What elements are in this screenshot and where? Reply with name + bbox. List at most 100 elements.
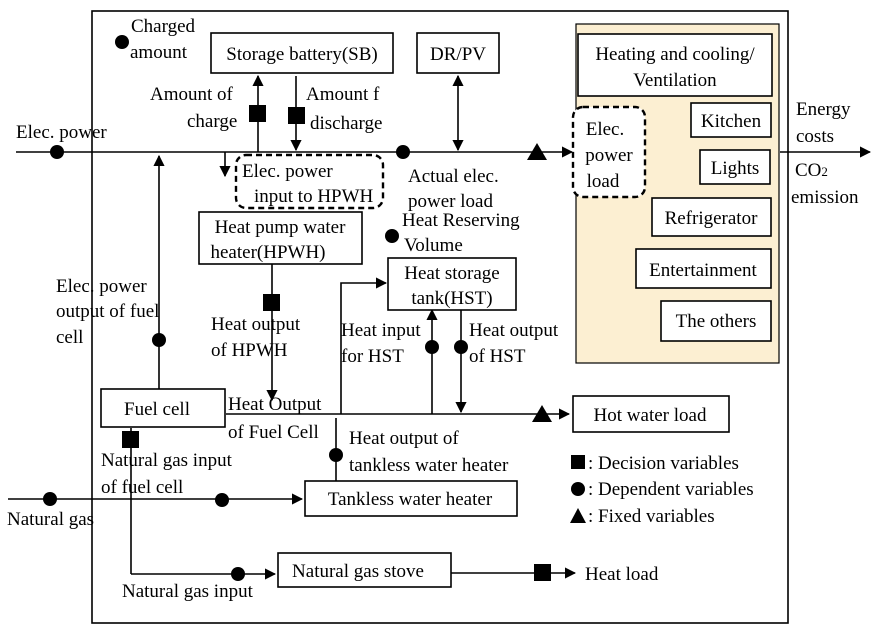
- tankless-gas-dot: [215, 493, 229, 507]
- energy-costs-label-1: Energy: [796, 99, 851, 120]
- heat-load-label: Heat load: [585, 564, 659, 585]
- heat-output-fc-label-1: Heat Output: [228, 394, 322, 415]
- heat-output-tankless-label-1: Heat output of: [349, 428, 459, 449]
- elec-input-hpwh-label-2: input to HPWH: [254, 186, 374, 207]
- natural-gas-label: Natural gas: [7, 509, 94, 530]
- heat-output-hpwh-label-2: of HPWH: [211, 340, 288, 361]
- amount-charge-label-1: Amount of: [150, 84, 234, 105]
- energy-costs-label-2: costs: [796, 126, 834, 147]
- heat-output-fc-label-2: of Fuel Cell: [228, 422, 319, 443]
- dr-pv-box: [416, 32, 500, 74]
- elec-power-load-label-3: load: [587, 171, 620, 192]
- ng-input-fc-label-1: Natural gas input: [101, 450, 233, 471]
- actual-load-label-2: power load: [408, 191, 493, 212]
- tankless-box: [304, 480, 518, 517]
- others-box: [660, 300, 772, 342]
- ng-fc-square: [122, 431, 139, 448]
- flow-labels: Charged amount Amount of charge Amount f…: [7, 16, 859, 602]
- co2-label-2: emission: [791, 187, 859, 208]
- elec-power-load-label-1: Elec.: [586, 119, 625, 140]
- gas-stove-box: [277, 552, 452, 588]
- fc-elec-output-label-1: Elec. power: [56, 276, 147, 297]
- hpwh-box: [198, 211, 363, 265]
- hvac-label-1: Heating and cooling/: [595, 44, 755, 65]
- charged-amount-label-1: Charged: [131, 16, 196, 37]
- elec-power-load-label-2: power: [585, 145, 633, 166]
- hvac-box: [577, 33, 773, 97]
- fc-elec-output-label-3: cell: [56, 327, 83, 348]
- ng-input-fc-label-2: of fuel cell: [101, 477, 183, 498]
- storage-battery-box: [210, 32, 394, 74]
- elec-input-hpwh-label-1: Elec. power: [242, 161, 333, 182]
- amount-discharge-label-2: discharge: [310, 113, 382, 134]
- dependent-variable-markers: [43, 35, 468, 581]
- hot-water-load-box: [572, 395, 730, 433]
- amount-discharge-label-1: Amount f: [306, 84, 380, 105]
- lights-box: [699, 149, 771, 185]
- charged-amount-label-2: amount: [130, 42, 188, 63]
- hst-label-2: tank(HST): [411, 288, 492, 309]
- natural-gas-dot: [43, 492, 57, 506]
- refrigerator-box: [651, 197, 772, 237]
- heat-reserving-label-1: Heat Reserving: [402, 210, 520, 231]
- co2-label-1: CO2: [795, 160, 828, 181]
- legend-fixed-label: : Fixed variables: [588, 506, 715, 527]
- ng-input-label: Natural gas input: [122, 581, 254, 602]
- actual-load-label-1: Actual elec.: [408, 166, 499, 187]
- hpwh-output-square: [263, 294, 280, 311]
- tankless-label: Tankless water heater: [328, 489, 493, 510]
- others-label: The others: [676, 311, 757, 332]
- legend-dependent-label: : Dependent variables: [588, 479, 754, 500]
- heat-reserving-label-2: Volume: [404, 235, 463, 256]
- elec-power-label: Elec. power: [16, 122, 107, 143]
- entertainment-box: [635, 248, 772, 289]
- kitchen-label: Kitchen: [701, 111, 762, 132]
- fuel-cell-box: [100, 388, 226, 428]
- charged-amount-dot: [115, 35, 129, 49]
- refrigerator-label: Refrigerator: [665, 208, 759, 229]
- elec-power-load-box: [571, 105, 647, 199]
- heat-input-hst-label-2: for HST: [341, 346, 404, 367]
- discharge-square: [288, 107, 305, 124]
- flow-lines: [8, 74, 872, 580]
- tankless-output-dot: [329, 448, 343, 462]
- heat-output-hst-label-1: Heat output: [469, 320, 559, 341]
- legend: : Decision variables : Dependent variabl…: [570, 453, 754, 527]
- heat-load-square: [534, 564, 551, 581]
- legend-triangle-icon: [570, 508, 586, 523]
- heat-reserving-dot: [385, 229, 399, 243]
- kitchen-box: [690, 102, 772, 138]
- heat-output-hst-label-2: of HST: [469, 346, 526, 367]
- hst-box: [387, 257, 517, 311]
- gas-stove-label: Natural gas stove: [292, 561, 424, 582]
- heat-input-hst-label-1: Heat input: [341, 320, 421, 341]
- hot-water-triangle: [532, 405, 552, 422]
- outer-frame: [91, 10, 789, 624]
- fixed-variable-markers: [527, 143, 552, 422]
- entertainment-label: Entertainment: [649, 260, 757, 281]
- heat-output-hst-dot: [454, 340, 468, 354]
- decision-variable-markers: [122, 105, 551, 581]
- fc-elec-output-dot: [152, 333, 166, 347]
- fuel-cell-label: Fuel cell: [124, 399, 190, 420]
- heat-input-hst-dot: [425, 340, 439, 354]
- hvac-label-2: Ventilation: [633, 70, 717, 91]
- charge-square: [249, 105, 266, 122]
- storage-battery-label: Storage battery(SB): [226, 44, 377, 65]
- elec-input-hpwh-box: [234, 153, 385, 210]
- heat-output-hpwh-label-1: Heat output: [211, 314, 301, 335]
- power-load-triangle: [527, 143, 547, 160]
- lights-label: Lights: [711, 158, 760, 179]
- hot-water-load-label: Hot water load: [594, 405, 707, 426]
- actual-load-dot: [396, 145, 410, 159]
- hpwh-label-2: heater(HPWH): [210, 242, 325, 263]
- hpwh-label-1: Heat pump water: [215, 217, 347, 238]
- elec-power-dot: [50, 145, 64, 159]
- hst-label-1: Heat storage: [404, 263, 499, 284]
- dr-pv-label: DR/PV: [430, 44, 486, 65]
- legend-decision-label: : Decision variables: [588, 453, 739, 474]
- legend-circle-icon: [571, 482, 585, 496]
- amount-charge-label-2: charge: [187, 111, 237, 132]
- heat-output-tankless-label-2: tankless water heater: [349, 455, 509, 476]
